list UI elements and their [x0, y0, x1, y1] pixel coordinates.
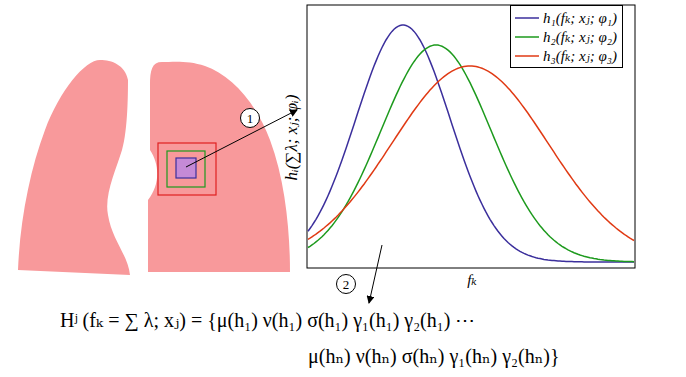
legend-box: h₁(fₖ; xⱼ; φ₁)h₂(fₖ; xⱼ; φ₂)h₃(fₖ; xⱼ; φ… [510, 5, 623, 68]
legend-line [515, 51, 539, 61]
legend-row: h₂(fₖ; xⱼ; φ₂) [515, 27, 617, 46]
region-small [176, 158, 196, 178]
curve-h2 [308, 45, 634, 262]
formula: μ(hₙ) ν(hₙ) σ(hₙ) γ₁(hₙ) γ₂(hₙ)} [308, 344, 560, 368]
callout-circle: 2 [336, 274, 356, 294]
formula: Hʲ (fₖ = ∑ λ; xⱼ) = {μ(h₁) ν(h₁) σ(h₁) γ… [60, 308, 475, 332]
plot-frame [307, 5, 635, 268]
legend-row: h₁(fₖ; xⱼ; φ₁) [515, 8, 617, 27]
callout-number: 1 [247, 112, 254, 125]
leader-arrow [369, 245, 382, 303]
right-lung [148, 62, 290, 272]
legend-line [515, 13, 539, 23]
legend-row: h₃(fₖ; xⱼ; φ₃) [515, 46, 617, 65]
legend-text: h₁(fₖ; xⱼ; φ₁) [543, 9, 617, 27]
legend-text: h₃(fₖ; xⱼ; φ₃) [543, 47, 617, 65]
axis-label: hᵢ(∑λ; xⱼ; φᵢ) [281, 94, 302, 180]
legend-line [515, 32, 539, 42]
region-medium [167, 151, 205, 187]
curve-h3 [308, 66, 634, 241]
region-large [158, 143, 216, 195]
legend-text: h₂(fₖ; xⱼ; φ₂) [543, 28, 617, 46]
callout-circle: 1 [240, 108, 260, 128]
curve-h1 [308, 25, 634, 262]
callout-number: 2 [343, 278, 350, 291]
axis-label: fₖ [467, 271, 477, 289]
left-lung [18, 60, 130, 275]
